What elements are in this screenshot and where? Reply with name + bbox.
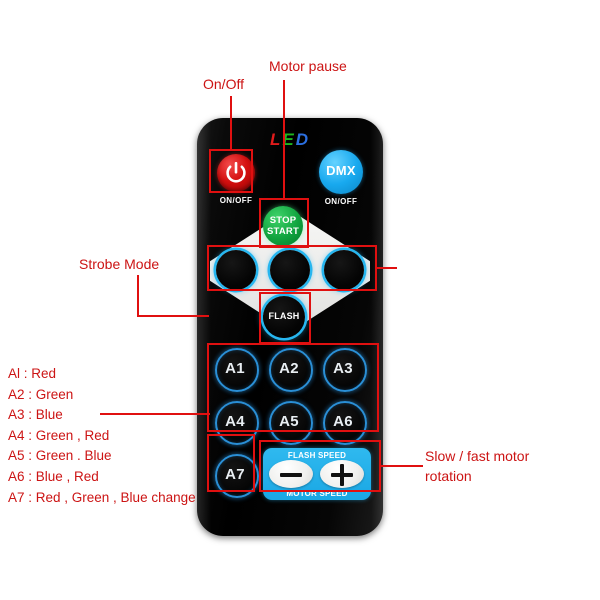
annotation-box-power — [209, 149, 253, 193]
power-icon — [226, 162, 246, 183]
button-a6-label: A6 — [333, 413, 353, 430]
logo-letter-d: D — [295, 130, 310, 149]
logo-letter-l: L — [269, 130, 283, 149]
leader-line-strobe-vertical — [137, 275, 139, 317]
button-a4[interactable]: A4 — [215, 401, 259, 445]
power-onoff-label: ON/OFF — [219, 196, 253, 205]
color-mode-legend: Al : Red A2 : Green A3 : Blue A4 : Green… — [8, 364, 196, 508]
dmx-button-label: DMX — [326, 163, 356, 178]
dmx-button[interactable]: DMX — [319, 150, 363, 194]
button-a2[interactable]: A2 — [269, 348, 313, 392]
annotation-box-stop-start — [259, 198, 309, 248]
minus-icon — [280, 472, 302, 477]
legend-row: A2 : Green — [8, 386, 74, 402]
flash-label: FLASH — [268, 311, 300, 321]
plus-icon-vertical — [340, 463, 344, 486]
button-a3-label: A3 — [333, 360, 353, 377]
flash-speed-caption: FLASH SPEED — [287, 451, 347, 460]
legend-row: A4 : Green , Red — [8, 427, 110, 443]
button-a5[interactable]: A5 — [269, 401, 313, 445]
button-a2-label: A2 — [279, 360, 299, 377]
strobe-mode-button-3[interactable] — [324, 250, 364, 290]
leader-line-strobe-horizontal — [137, 315, 209, 317]
annotation-box-a1-a6 — [207, 343, 379, 432]
flash-button[interactable]: FLASH — [263, 296, 305, 338]
logo-letter-e: E — [282, 130, 296, 149]
annotation-box-flash — [259, 292, 311, 344]
button-a5-label: A5 — [279, 413, 299, 430]
annotation-label-on-off: On/Off — [203, 76, 244, 92]
legend-row: Al : Red — [8, 366, 57, 381]
annotation-label-strobe-mode: Strobe Mode — [79, 256, 160, 272]
annotation-box-speed-panel — [259, 440, 381, 492]
button-a4-label: A4 — [225, 413, 245, 430]
leader-line-on-off — [230, 96, 232, 151]
button-a7-label: A7 — [225, 466, 245, 483]
strobe-mode-button-2[interactable] — [270, 250, 310, 290]
annotation-box-strobe-row — [207, 245, 377, 291]
leader-line-speed-panel — [379, 465, 423, 467]
strobe-mode-button-1[interactable] — [216, 250, 256, 290]
button-a1[interactable]: A1 — [215, 348, 259, 392]
annotation-label-motor-pause: Motor pause — [269, 58, 347, 74]
leader-line-legend — [100, 413, 210, 415]
led-wordmark: LED — [197, 130, 383, 150]
annotation-label-slow-fast-1: Slow / fast motor — [425, 448, 530, 464]
dmx-onoff-label: ON/OFF — [324, 197, 358, 206]
button-a1-label: A1 — [225, 360, 245, 377]
button-a3[interactable]: A3 — [323, 348, 367, 392]
leader-line-strobe-row-right — [375, 267, 397, 269]
legend-row: A5 : Green . Blue — [8, 448, 112, 464]
power-button[interactable] — [217, 154, 255, 192]
motor-speed-caption: MOTOR SPEED — [286, 489, 348, 498]
legend-row: A3 : Blue — [8, 407, 63, 423]
button-a6[interactable]: A6 — [323, 401, 367, 445]
leader-line-motor-pause — [283, 80, 285, 200]
legend-row: A7 : Red , Green , Blue change — [8, 489, 196, 505]
legend-row: A6 : Blue , Red — [8, 468, 99, 484]
annotation-label-slow-fast-2: rotation — [425, 468, 472, 484]
speed-decrease-button[interactable] — [269, 460, 313, 488]
start-label: START — [267, 226, 299, 237]
speed-increase-button[interactable] — [320, 460, 364, 488]
annotation-box-a7 — [207, 434, 255, 492]
stop-start-button[interactable]: STOP START — [263, 206, 303, 246]
stop-label: STOP — [269, 215, 297, 226]
